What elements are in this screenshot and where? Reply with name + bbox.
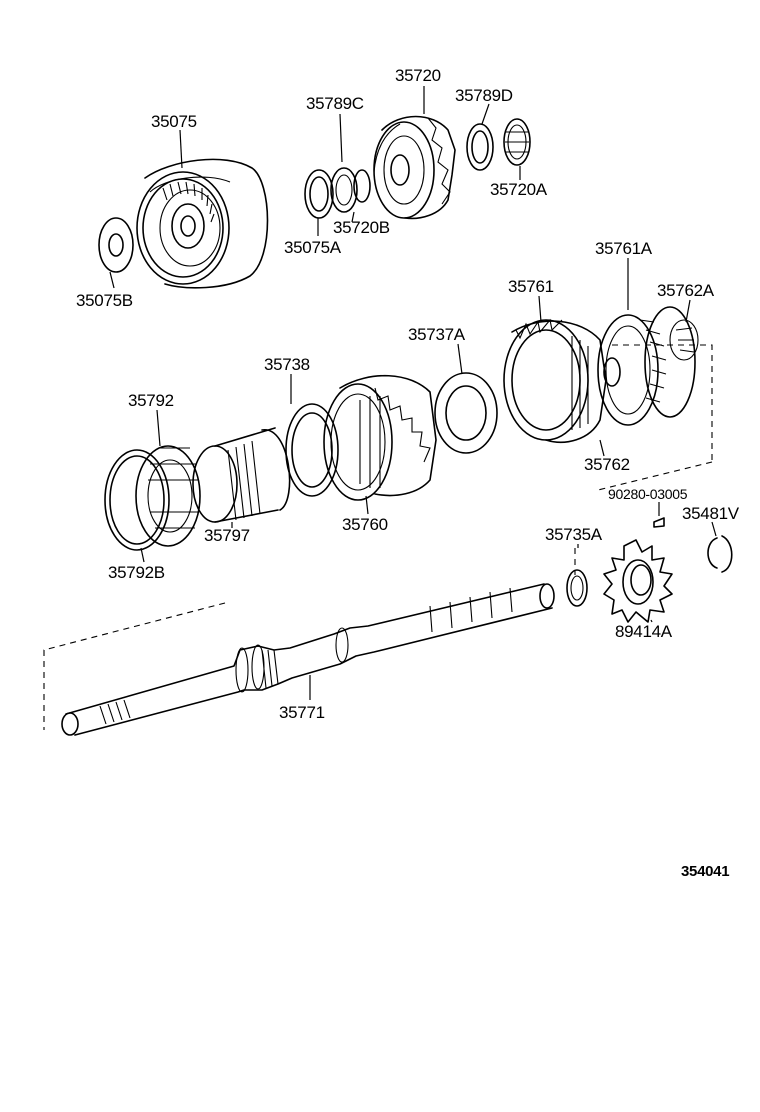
part-35792b-snap-ring: [104, 449, 170, 551]
part-35075-clutch-drum: [136, 158, 269, 289]
label-35738: 35738: [264, 355, 310, 374]
label-35797: 35797: [204, 526, 250, 545]
label-35792: 35792: [128, 391, 174, 410]
part-35797-sun-gear: [192, 427, 291, 523]
label-35075b: 35075B: [76, 291, 133, 310]
part-35762a-snap-ring: [644, 306, 699, 418]
part-35760-planetary: [323, 374, 437, 501]
part-35771-shaft: [61, 583, 555, 736]
part-89414a-rotor: [603, 539, 673, 623]
label-35761a: 35761A: [595, 239, 653, 258]
label-35735a: 35735A: [545, 525, 603, 544]
label-35789d: 35789D: [455, 86, 513, 105]
label-35771: 35771: [279, 703, 325, 722]
part-35761-ring-gear: [503, 318, 607, 443]
part-35735a-clip: [566, 569, 588, 607]
part-90280-key: [653, 517, 665, 528]
part-35075b-washer: [98, 217, 134, 273]
part-35481v-snap-ring: [707, 535, 733, 573]
label-35720a: 35720A: [490, 180, 548, 199]
label-89414a: 89414A: [615, 622, 673, 641]
label-35792b: 35792B: [108, 563, 165, 582]
label-90280-03005: 90280-03005: [608, 486, 688, 502]
leader-lines: [109, 86, 717, 700]
part-35075a-washer: [304, 169, 334, 219]
label-35761: 35761: [508, 277, 554, 296]
part-35789d-washer: [466, 123, 494, 171]
label-35737a: 35737A: [408, 325, 466, 344]
part-35720a-bearing: [503, 118, 531, 166]
label-35075a: 35075A: [284, 238, 342, 257]
label-35789c: 35789C: [306, 94, 364, 113]
part-35720b-bearing: [330, 167, 371, 213]
diagram-id: 354041: [681, 863, 729, 880]
part-35792-bearing: [135, 445, 201, 547]
part-35762-gear: [597, 314, 667, 426]
label-35481v: 35481V: [682, 504, 740, 523]
part-35720-carrier: [373, 115, 456, 220]
label-35075: 35075: [151, 112, 197, 131]
label-35720: 35720: [395, 66, 441, 85]
label-35760: 35760: [342, 515, 388, 534]
part-35737a-washer: [434, 372, 498, 454]
label-35762a: 35762A: [657, 281, 715, 300]
label-35720b: 35720B: [333, 218, 390, 237]
part-35738-washer: [285, 403, 339, 497]
label-35762: 35762: [584, 455, 630, 474]
